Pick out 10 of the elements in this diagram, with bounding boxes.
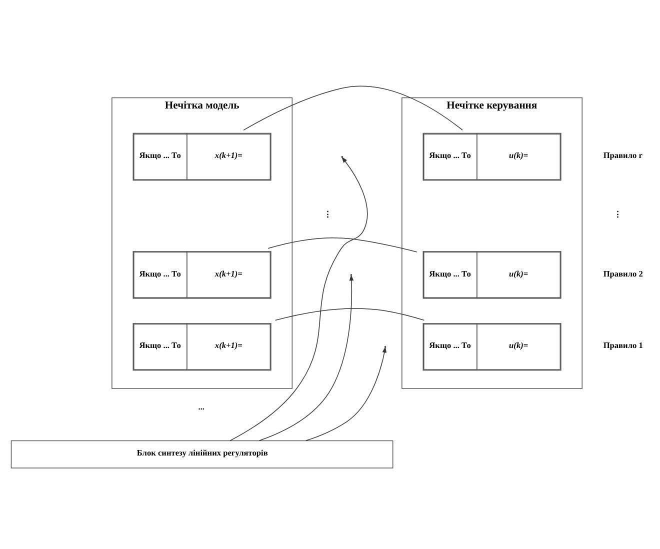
connector [274,308,425,320]
label: ... [198,402,204,412]
label: Правило r [603,150,642,160]
node-box: Блок синтезу лінійних регуляторів [10,440,394,468]
label: ⋮ [614,210,622,219]
connector [268,237,418,252]
label: Правило 2 [603,268,643,278]
connector [243,85,463,130]
label: Правило 1 [603,340,643,350]
label: ⋮ [324,210,332,219]
